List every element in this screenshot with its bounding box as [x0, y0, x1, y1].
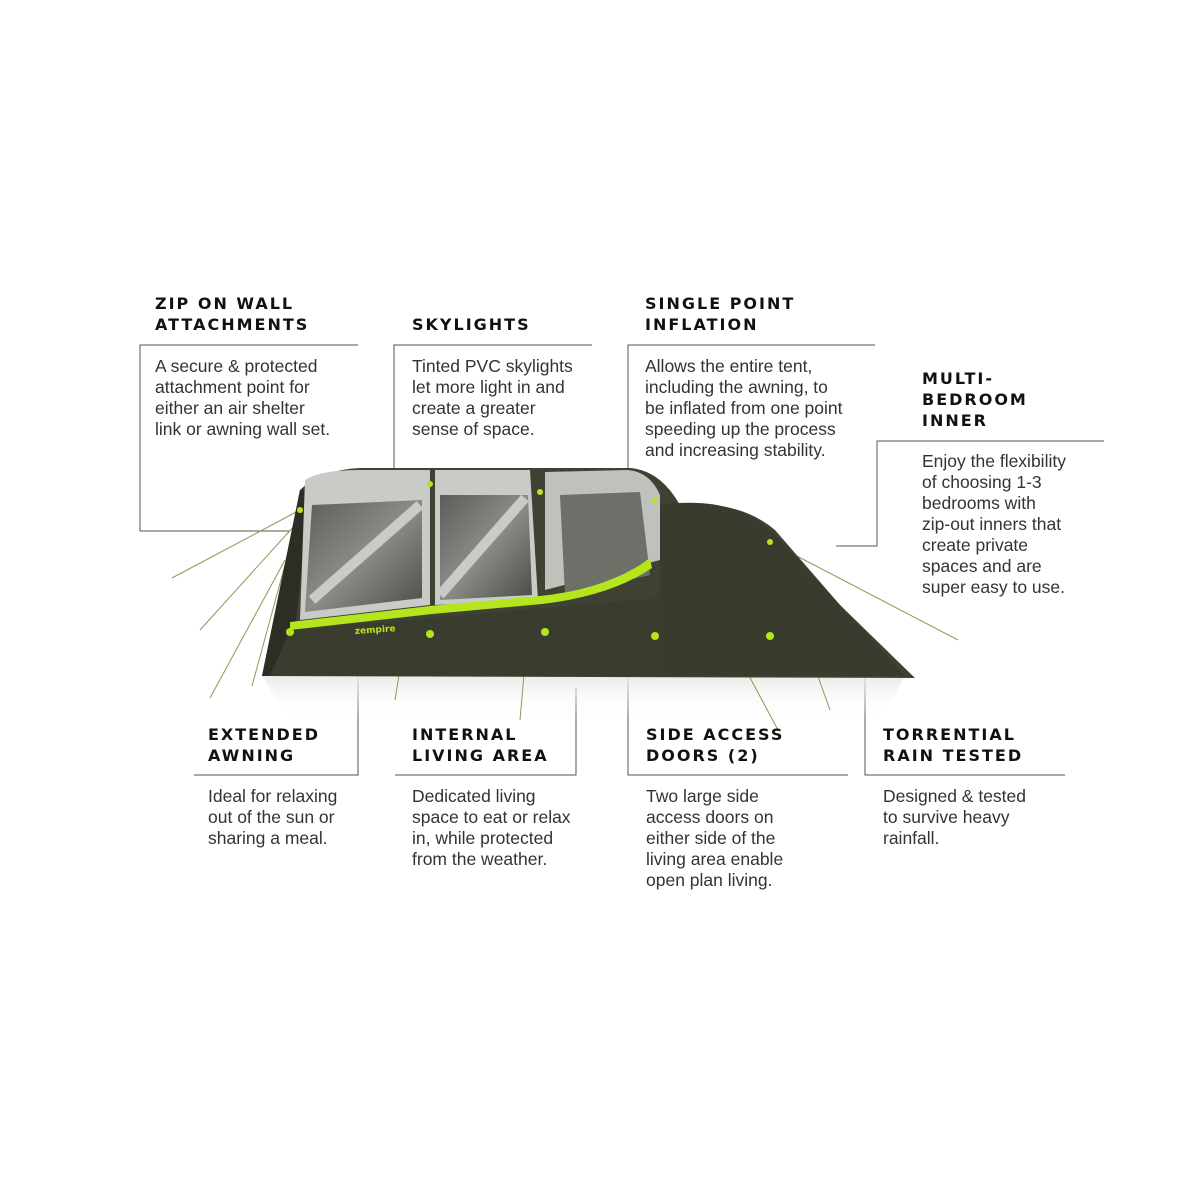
feature-description: A secure & protected attachment point fo… — [155, 356, 331, 439]
anchor-points — [286, 481, 774, 640]
feature-description: Ideal for relaxing out of the sun or sha… — [208, 786, 338, 848]
feature-title: SINGLE POINT INFLATION — [645, 294, 796, 334]
ground-reflection — [262, 676, 905, 720]
feature-description: Dedicated living space to eat or relax i… — [412, 786, 571, 869]
window-frames — [308, 494, 529, 604]
leader-zip-on-wall — [139, 344, 358, 532]
feature-title: EXTENDED AWNING — [208, 725, 320, 765]
rear-bedroom-section — [660, 502, 905, 676]
feature-title: SIDE ACCESS DOORS (2) — [646, 725, 785, 765]
tent-logo: zempire — [355, 624, 396, 637]
feature-title: ZIP ON WALL ATTACHMENTS — [155, 294, 310, 334]
tent-lower-body — [270, 598, 660, 676]
door-opening — [560, 492, 650, 595]
feature-title: INTERNAL LIVING AREA — [412, 725, 549, 765]
feature-title: TORRENTIAL RAIN TESTED — [883, 725, 1024, 765]
lime-accent-stripe — [290, 558, 652, 630]
feature-description: Two large side access doors on either si… — [646, 786, 784, 890]
leader-single-point-inflation — [627, 344, 875, 468]
tent-front-panel — [262, 490, 310, 676]
feature-description: Designed & tested to survive heavy rainf… — [883, 786, 1027, 848]
feature-description: Enjoy the flexibility of choosing 1-3 be… — [922, 451, 1066, 597]
feature-title: MULTI- BEDROOM INNER — [922, 369, 1028, 430]
feature-description: Tinted PVC skylights let more light in a… — [412, 356, 573, 439]
feature-title: SKYLIGHTS — [412, 315, 531, 334]
leader-multi-bedroom — [836, 440, 1104, 547]
feature-description: Allows the entire tent, including the aw… — [645, 356, 843, 460]
leader-skylights — [393, 344, 592, 468]
